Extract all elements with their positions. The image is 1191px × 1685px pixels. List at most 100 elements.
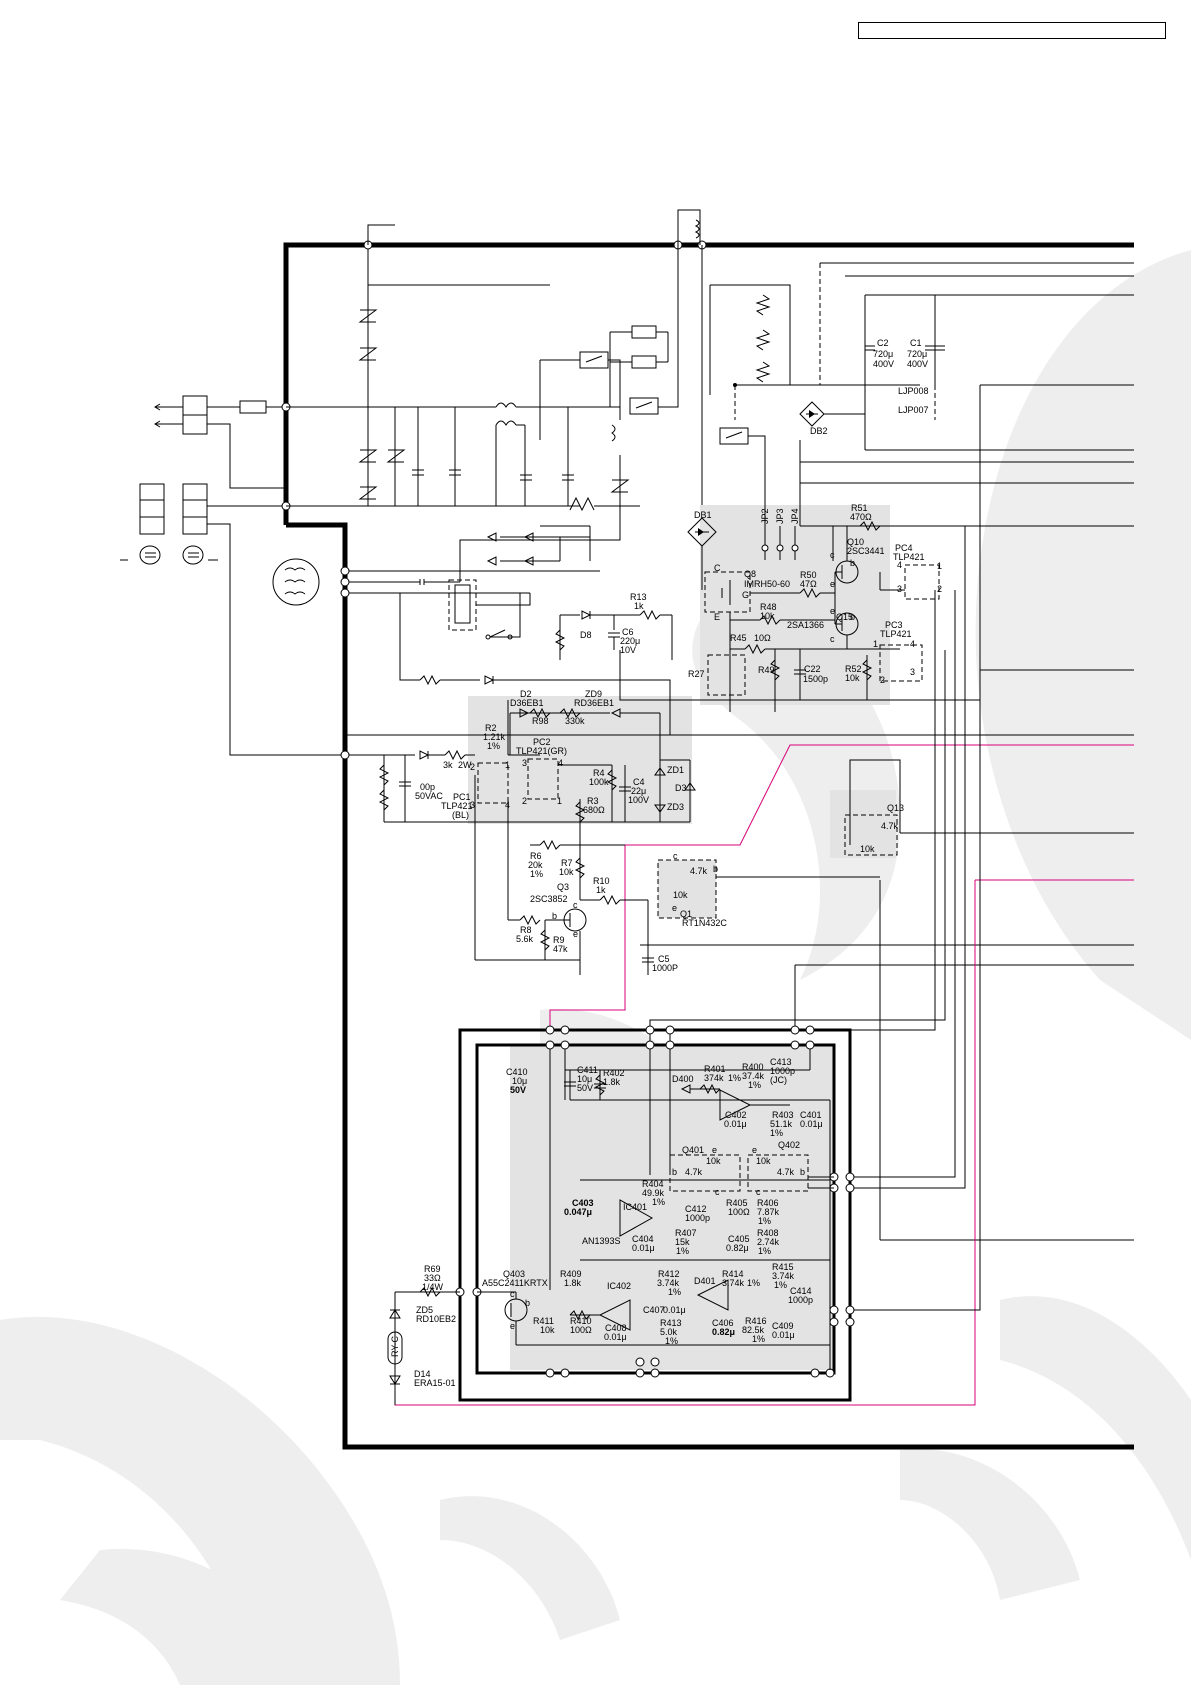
r412-label-1: R412 xyxy=(658,1269,680,1279)
d3-label: D3 xyxy=(675,783,687,793)
q1-pin-b: b xyxy=(713,864,718,874)
c5-label-2: 1000P xyxy=(652,963,678,973)
relay-coil-section: ZD5 RD10EB2 RY-C D14 ERA15-01 xyxy=(387,1286,460,1405)
r409-label-2: 1.8k xyxy=(564,1278,582,1288)
jp4-label: JP4 xyxy=(790,508,800,524)
c409-label-1: C409 xyxy=(772,1321,794,1331)
r400-label-1: R400 xyxy=(742,1062,764,1072)
zd3-label: ZD3 xyxy=(667,802,684,812)
q8-label-1: Q8 xyxy=(744,569,756,579)
c410-label-2: 10μ xyxy=(512,1076,527,1086)
q403-pin-c: c xyxy=(510,1289,515,1299)
zd5-label-2: RD10EB2 xyxy=(416,1314,456,1324)
pc1-label-2: TLP421 xyxy=(441,801,473,811)
r51-label-2: 470Ω xyxy=(850,512,872,522)
c5-label-1: C5 xyxy=(658,954,670,964)
q401-label: Q401 xyxy=(682,1145,704,1155)
c410-label-1: C410 xyxy=(506,1067,528,1077)
c405-label-1: C405 xyxy=(728,1234,750,1244)
q3-pin-c: c xyxy=(573,900,578,910)
pc3-label-1: PC3 xyxy=(885,620,903,630)
q402-pin-b: b xyxy=(800,1167,805,1177)
pc2-pin-4: 4 xyxy=(558,758,563,768)
r413-label-3: 1% xyxy=(665,1336,678,1346)
q15-pin-c: c xyxy=(830,634,835,644)
r413-label-1: R413 xyxy=(660,1318,682,1328)
q10-pin-e: e xyxy=(830,579,835,589)
r403-label-1: R403 xyxy=(772,1110,794,1120)
r8-label-1: R8 xyxy=(520,925,532,935)
ry-c-label: RY-C xyxy=(390,1335,400,1357)
input-section xyxy=(120,395,345,756)
c407-label-1: C407 xyxy=(643,1305,665,1315)
r409-label-1: R409 xyxy=(560,1269,582,1279)
r52-label-1: R52 xyxy=(845,664,862,674)
r401-label-3: 1% xyxy=(728,1073,741,1083)
ic401-label: IC401 xyxy=(623,1202,647,1212)
r403-label-2: 51.1k xyxy=(770,1119,793,1129)
r415-label-1: R415 xyxy=(772,1262,794,1272)
d14-label-2: ERA15-01 xyxy=(414,1378,456,1388)
c414-label-1: C414 xyxy=(790,1286,812,1296)
q10-pin-b: b xyxy=(850,558,855,568)
pc1-label-1: PC1 xyxy=(453,792,471,802)
pc4-label-1: PC4 xyxy=(895,543,913,553)
pc1-label-3: (BL) xyxy=(452,810,469,820)
r52-label-2: 10k xyxy=(845,673,860,683)
r50-label-2: 47Ω xyxy=(800,579,817,589)
zd5-label-1: ZD5 xyxy=(416,1305,433,1315)
r407-label-1: R407 xyxy=(675,1228,697,1238)
zd9-label-1: ZD9 xyxy=(585,689,602,699)
ljp008-label: LJP008 xyxy=(898,386,929,396)
db1-label: DB1 xyxy=(694,510,712,520)
r410-label-1: R410 xyxy=(570,1316,592,1326)
q3-pin-b: b xyxy=(552,911,557,921)
q402-pin-c: c xyxy=(756,1187,761,1197)
c410-label-3: 50V xyxy=(510,1085,526,1095)
c2-label-1: C2 xyxy=(877,338,889,348)
d401-label: D401 xyxy=(694,1276,716,1286)
c413-label-2: 1000p xyxy=(770,1066,795,1076)
q402-label: Q402 xyxy=(778,1140,800,1150)
r49-label: R49 xyxy=(758,665,775,675)
q401-res-2: 4.7k xyxy=(685,1167,703,1177)
c1-label-3: 400V xyxy=(907,359,928,369)
q10-pin-c: c xyxy=(830,550,835,560)
q402-res-1: 10k xyxy=(756,1156,771,1166)
r98-label-2: 330k xyxy=(565,716,585,726)
c405-label-2: 0.82μ xyxy=(726,1243,749,1253)
q13-label: Q13 xyxy=(887,803,904,813)
pc2-label-1: PC2 xyxy=(533,737,551,747)
r413-label-2: 5.0k xyxy=(660,1327,678,1337)
pc4-pin-1: 1 xyxy=(937,561,942,571)
db1-section: DB1 JP2 JP3 JP4 xyxy=(687,508,800,590)
r404-label-2: 49.9k xyxy=(642,1188,665,1198)
r9-label-2: 47k xyxy=(553,944,568,954)
r414-label-3: 1% xyxy=(747,1278,760,1288)
relay-section xyxy=(539,209,707,505)
q403-label-2: A55C2411KRTX xyxy=(482,1278,548,1288)
pc2-pin-3: 3 xyxy=(522,758,527,768)
pc4-pin-2: 2 xyxy=(937,584,942,594)
r416-label-1: R416 xyxy=(745,1316,767,1326)
d14-label-1: D14 xyxy=(414,1369,431,1379)
r69-label-1: R69 xyxy=(424,1264,441,1274)
ljp007-label: LJP007 xyxy=(898,405,929,415)
pc2-pin-1: 1 xyxy=(557,796,562,806)
q8-pin-c: C xyxy=(714,563,721,573)
r50-label-1: R50 xyxy=(800,570,817,580)
r400-label-2: 37.4k xyxy=(742,1071,765,1081)
db2-section: C2 720μ 400V C1 720μ 400V LJP008 LJP007 … xyxy=(709,263,945,526)
c1-label-1: C1 xyxy=(910,338,922,348)
q1-pin-e: e xyxy=(672,903,677,913)
q1-res-1: 4.7k xyxy=(690,866,708,876)
c413-label-1: C413 xyxy=(770,1057,792,1067)
pc1-pin-3: 3 xyxy=(470,800,475,810)
r414-label-1: R414 xyxy=(722,1269,744,1279)
c404-label-2: 0.01μ xyxy=(632,1243,655,1253)
pc2-pin-2: 2 xyxy=(522,796,527,806)
r98-label-1: R98 xyxy=(532,716,549,726)
r415-label-3: 1% xyxy=(774,1280,787,1290)
q1-res-2: 10k xyxy=(673,890,688,900)
